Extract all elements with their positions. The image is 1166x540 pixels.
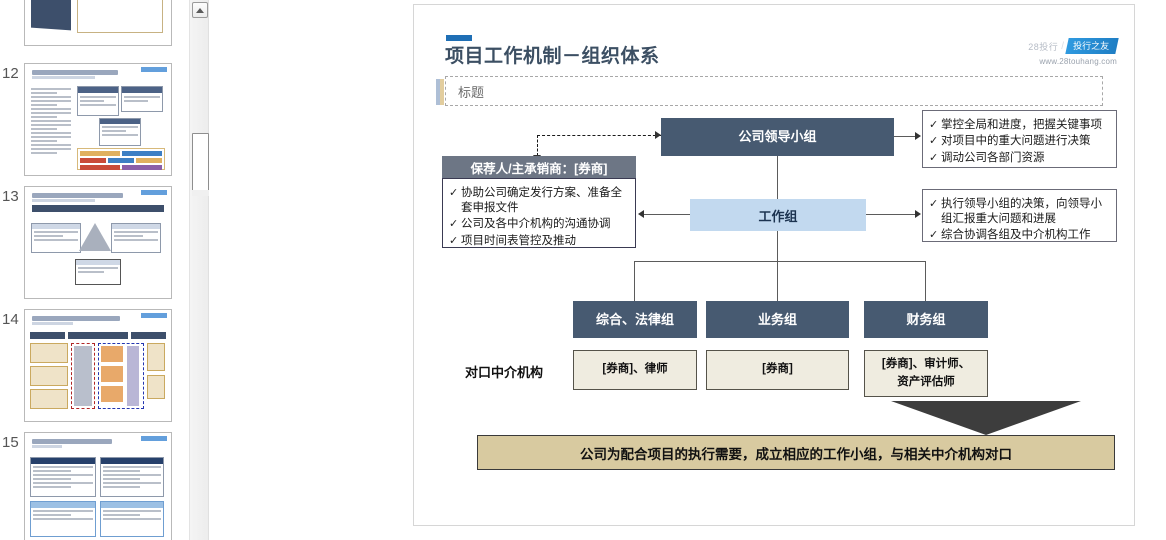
check-icon: ✓ [929, 229, 939, 242]
arrow-right-leader-icon [915, 132, 921, 140]
list-item: ✓执行领导小组的决策，向领导小组汇报重大问题和进展 [929, 197, 1102, 225]
list-item: ✓调动公司各部门资源 [929, 151, 1045, 164]
box-group-finance[interactable]: 财务组 [864, 301, 988, 338]
connector-workgroup-down [777, 231, 778, 261]
check-icon: ✓ [449, 235, 459, 248]
box-group-general-legal-label: 综合、法律组 [595, 311, 674, 327]
slide-canvas[interactable]: 项目工作机制－组织体系 28投行 / 投行之友 www.28touhang.co… [413, 4, 1135, 526]
page-title: 项目工作机制－组织体系 [445, 46, 660, 67]
box-group-general-legal[interactable]: 综合、法律组 [573, 301, 697, 338]
box-work-group[interactable]: 工作组 [690, 199, 866, 231]
check-icon: ✓ [929, 118, 939, 131]
dashed-connector-horizontal [537, 135, 661, 136]
box-intermediary-finance[interactable]: [券商]、审计师、 资产评估师 [864, 350, 988, 397]
intermediary-row-label: 对口中介机构 [465, 365, 544, 380]
logo-url: www.28touhang.com [1039, 57, 1117, 66]
slide-number-13: 13 [2, 188, 19, 205]
scrollbar-thumb[interactable] [192, 133, 209, 193]
connector-leader-right [894, 136, 917, 137]
box-sponsor-header-label: 保荐人/主承销商：[券商] [470, 161, 608, 176]
check-icon: ✓ [929, 151, 939, 164]
dashed-connector-vertical [537, 135, 538, 156]
logo-mark-text: 28投行 [1028, 41, 1059, 52]
box-intermediary-finance-label: [券商]、审计师、 资产评估师 [881, 358, 971, 388]
summary-banner[interactable]: 公司为配合项目的执行需要，成立相应的工作小组，与相关中介机构对口 [477, 435, 1115, 470]
title-accent-bar [446, 35, 472, 41]
list-item: ✓对项目中的重大问题进行决策 [929, 135, 1091, 148]
connector-workgroup-right [866, 214, 917, 215]
connector-group2-down [777, 261, 778, 301]
list-item: ✓项目时间表管控及推动 [449, 235, 576, 248]
summary-banner-text: 公司为配合项目的执行需要，成立相应的工作小组，与相关中介机构对口 [580, 446, 1012, 462]
box-group-business[interactable]: 业务组 [706, 301, 849, 338]
check-icon: ✓ [929, 135, 939, 148]
box-leader-responsibilities[interactable]: ✓掌控全局和进度，把握关键事项 ✓对项目中的重大问题进行决策 ✓调动公司各部门资… [922, 110, 1117, 168]
subtitle-marker [436, 79, 445, 105]
box-leader-group[interactable]: 公司领导小组 [661, 118, 894, 156]
box-work-group-label: 工作组 [758, 208, 798, 224]
arrow-right-workgroup-icon [915, 210, 921, 218]
subtitle-placeholder[interactable]: 标题 [436, 76, 1103, 106]
thumbnail-scrollbar[interactable] [189, 0, 209, 540]
box-intermediary-general-legal[interactable]: [券商]、律师 [573, 350, 697, 390]
slide-number-15: 15 [2, 434, 19, 451]
scroll-up-arrow-icon[interactable] [192, 2, 208, 18]
slide-number-12: 12 [2, 65, 19, 82]
arrow-left-sponsor-icon [638, 210, 644, 218]
connector-group1-down [634, 261, 635, 301]
box-intermediary-general-legal-label: [券商]、律师 [602, 363, 668, 376]
list-item: ✓协助公司确定发行方案、准备全套申报文件 [449, 186, 622, 214]
box-leader-group-label: 公司领导小组 [738, 129, 817, 145]
box-sponsor-responsibilities[interactable]: ✓协助公司确定发行方案、准备全套申报文件 ✓公司及各中介机构的沟通协调 ✓项目时… [442, 178, 636, 248]
subtitle-text: 标题 [458, 84, 485, 100]
connector-workgroup-left [642, 214, 690, 215]
logo-slash-icon: / [1061, 40, 1064, 52]
logo-badge: 投行之友 [1065, 38, 1119, 54]
list-item: ✓综合协调各组及中介机构工作 [929, 229, 1091, 242]
box-sponsor-header[interactable]: 保荐人/主承销商：[券商] [442, 156, 636, 178]
check-icon: ✓ [449, 218, 459, 231]
connector-leader-to-workgroup [777, 156, 778, 199]
box-group-finance-label: 财务组 [906, 311, 946, 327]
chevron-down-arrow-icon [891, 401, 1081, 435]
slide-thumbnail-pane[interactable]: 12 [0, 0, 188, 540]
check-icon: ✓ [449, 186, 459, 199]
scrollbar-track[interactable] [192, 190, 209, 196]
connector-group3-down [925, 261, 926, 301]
box-intermediary-business[interactable]: [券商] [706, 350, 849, 390]
box-intermediary-business-label: [券商] [762, 363, 793, 376]
box-workgroup-responsibilities[interactable]: ✓执行领导小组的决策，向领导小组汇报重大问题和进展 ✓综合协调各组及中介机构工作 [922, 189, 1117, 242]
check-icon: ✓ [929, 197, 939, 210]
brand-logo: 28投行 / 投行之友 www.28touhang.com [1028, 38, 1119, 66]
connector-groups-bus [634, 261, 926, 262]
list-item: ✓公司及各中介机构的沟通协调 [449, 218, 611, 231]
list-item: ✓掌控全局和进度，把握关键事项 [929, 118, 1102, 131]
dashed-arrow-right-icon [655, 131, 661, 139]
slide-number-14: 14 [2, 311, 19, 328]
box-group-business-label: 业务组 [757, 311, 797, 327]
